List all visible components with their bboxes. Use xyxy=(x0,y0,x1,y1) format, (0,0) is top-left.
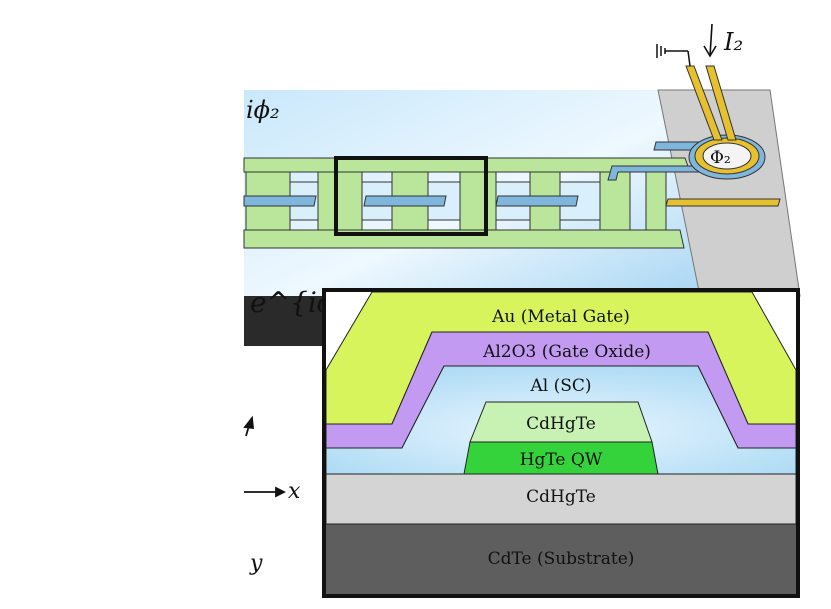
green-rung xyxy=(317,171,363,231)
ground-symbol xyxy=(656,44,691,67)
zoom-box xyxy=(334,156,488,236)
label-superconductor: Al (SC) xyxy=(529,376,591,396)
current-arrow xyxy=(703,23,717,58)
gold-bar xyxy=(665,198,781,207)
layer-barrier-top xyxy=(469,401,653,443)
green-rung xyxy=(459,171,497,231)
sc-island xyxy=(363,195,447,207)
x-arrow-head xyxy=(275,486,287,498)
sc-island xyxy=(495,195,579,207)
flux-loop xyxy=(607,65,781,207)
label-barrier-top: CdHgTe xyxy=(526,414,596,434)
layer-substrate xyxy=(326,524,796,594)
phi2-label: iϕ₂ xyxy=(246,96,280,124)
cross-section-inset: Au (Metal Gate) Al2O3 (Gate Oxide) Al (S… xyxy=(322,288,800,598)
chip-front-edge xyxy=(244,296,322,346)
x-axis-label: x xyxy=(288,479,301,504)
flux-label: Φ₂ xyxy=(710,148,731,168)
loop-inner xyxy=(702,142,752,170)
label-substrate: CdTe (Substrate) xyxy=(488,549,635,569)
y-axis-label: y xyxy=(249,551,263,576)
axes xyxy=(243,415,287,498)
label-quantum-well: HgTe QW xyxy=(520,450,603,470)
sc-island xyxy=(243,195,317,207)
current-label: I₂ xyxy=(723,28,743,56)
z-arrow-head xyxy=(243,415,255,430)
sc-islands xyxy=(243,195,579,207)
label-gate-oxide: Al2O3 (Gate Oxide) xyxy=(482,342,651,362)
label-metal-gate: Au (Metal Gate) xyxy=(491,307,630,327)
green-rung xyxy=(599,171,631,231)
gold-lead-left xyxy=(685,65,723,141)
inset-frame xyxy=(322,288,800,598)
label-barrier-bottom: CdHgTe xyxy=(526,487,596,507)
green-rung xyxy=(645,171,667,231)
gold-lead-right xyxy=(705,65,737,141)
